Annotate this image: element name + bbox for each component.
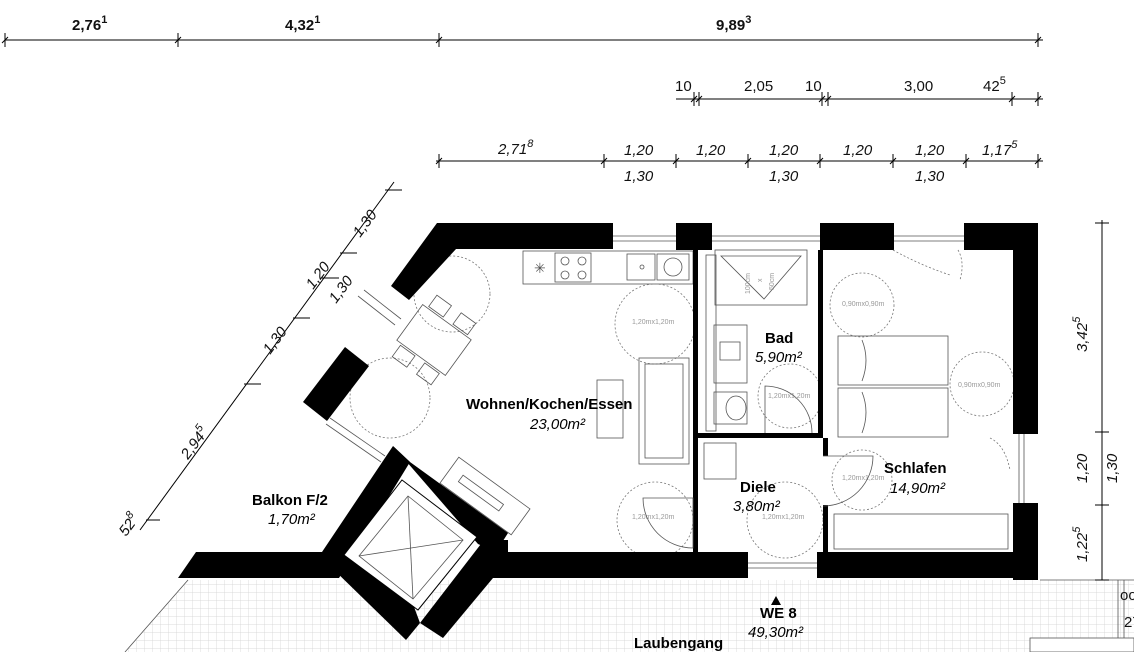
svg-text:Diele: Diele: [740, 479, 776, 496]
svg-text:3,80m²: 3,80m²: [733, 498, 781, 515]
elevator-shaft: [343, 479, 478, 611]
svg-text:49,30m²: 49,30m²: [748, 624, 804, 641]
svg-text:5,90m²: 5,90m²: [755, 349, 803, 366]
dim-diag-1-30-a: 1,30: [350, 206, 382, 240]
dim-4-32: 4,321: [285, 14, 320, 34]
dim-10-b: 10: [805, 78, 822, 95]
dim-1-20-d: 1,20: [843, 142, 873, 159]
svg-text:100cm: 100cm: [745, 273, 752, 294]
svg-text:1,20mx1,20m: 1,20mx1,20m: [842, 475, 885, 482]
dim-1-20-c: 1,20: [769, 142, 799, 159]
dim-3-00: 3,00: [904, 78, 933, 95]
dim-1-20-e: 1,20: [915, 142, 945, 159]
svg-text:23,00m²: 23,00m²: [529, 416, 586, 433]
desk: [439, 456, 531, 536]
kitchen-counter: ✳: [522, 250, 694, 285]
dim-1-20-a: 1,20: [624, 142, 654, 159]
laubengang-floor: [124, 579, 1134, 652]
dim-42-5: 425: [983, 75, 1006, 95]
dim-2-71: 2,718: [497, 138, 534, 158]
dim-diag-1-20: 1,20: [303, 258, 335, 292]
corridor-label: Laubengang: [634, 635, 723, 652]
svg-text:Wohnen/Kochen/Essen: Wohnen/Kochen/Essen: [466, 396, 632, 413]
svg-text:Balkon F/2: Balkon F/2: [252, 492, 328, 509]
clearance-circles: 1,20mx1,20m 1,20mx1,20m 1,20mx1,20m 1,20…: [349, 255, 1015, 559]
dim-right-1-20: 1,20: [1074, 453, 1091, 483]
dim-right-1-30: 1,30: [1104, 453, 1121, 483]
bathroom-fixtures: [703, 254, 748, 480]
dim-1-30-a: 1,30: [624, 168, 654, 185]
svg-text:0,90mx0,90m: 0,90mx0,90m: [958, 382, 1001, 389]
bathtub: 100cm x 50cm: [714, 249, 808, 306]
svg-text:0,90mx0,90m: 0,90mx0,90m: [842, 301, 885, 308]
svg-text:1,20mx1,20m: 1,20mx1,20m: [632, 514, 675, 521]
room-diele: Diele 3,80m²: [733, 479, 781, 515]
dim-2-76: 2,761: [72, 14, 107, 34]
windows: [325, 235, 1025, 569]
dim-diag-1-30-b: 1,30: [326, 272, 358, 306]
svg-text:Bad: Bad: [765, 330, 793, 347]
svg-text:1,70m²: 1,70m²: [268, 511, 316, 528]
edge-label-2: 27: [1124, 614, 1134, 631]
svg-text:Schlafen: Schlafen: [884, 460, 947, 477]
dimension-row-3: 2,718 1,20 1,20 1,20 1,20 1,20 1,175 1,3…: [435, 138, 1043, 185]
dim-right-3-42: 3,425: [1071, 316, 1091, 352]
dim-1-20-b: 1,20: [696, 142, 726, 159]
entrance-triangle-icon: [771, 596, 781, 605]
dimension-row-2: 10 2,05 10 3,00 425: [675, 75, 1043, 106]
dim-diag-52: 528: [113, 508, 143, 539]
room-bad: Bad 5,90m²: [755, 330, 803, 366]
dim-9-89: 9,893: [716, 14, 751, 34]
snowflake-icon: ✳: [534, 260, 546, 276]
dining-table: [391, 294, 477, 386]
svg-text:x: x: [757, 278, 764, 282]
svg-text:1,20mx1,20m: 1,20mx1,20m: [632, 319, 675, 326]
room-balkon: Balkon F/2 1,70m²: [252, 492, 328, 528]
room-wohnen: Wohnen/Kochen/Essen 23,00m²: [466, 396, 632, 433]
unit-label: WE 8 49,30m²: [748, 596, 804, 641]
beds: [833, 335, 1009, 550]
dim-1-30-c: 1,30: [915, 168, 945, 185]
dim-2-05: 2,05: [744, 78, 773, 95]
dim-10-a: 10: [675, 78, 692, 95]
dim-right-1-22: 1,225: [1071, 526, 1091, 562]
room-schlafen: Schlafen 14,90m²: [884, 460, 947, 497]
svg-text:WE 8: WE 8: [760, 605, 797, 622]
right-dimension: 3,425 1,20 1,30 1,225: [1071, 220, 1121, 581]
dim-diag-1-30-c: 1,30: [260, 323, 292, 357]
door-swings: [642, 249, 1011, 549]
dimension-row-1: 2,761 4,321 9,893: [1, 14, 1043, 47]
dim-diag-2-94: 2,945: [175, 421, 213, 463]
svg-text:50cm: 50cm: [769, 273, 776, 290]
edge-label: oo: [1120, 587, 1134, 604]
dim-1-17: 1,175: [982, 139, 1018, 159]
svg-text:14,90m²: 14,90m²: [890, 480, 946, 497]
svg-text:1,20mx1,20m: 1,20mx1,20m: [762, 514, 805, 521]
sofa: [596, 357, 690, 465]
dim-1-30-b: 1,30: [769, 168, 799, 185]
svg-text:1,20mx1,20m: 1,20mx1,20m: [768, 393, 811, 400]
